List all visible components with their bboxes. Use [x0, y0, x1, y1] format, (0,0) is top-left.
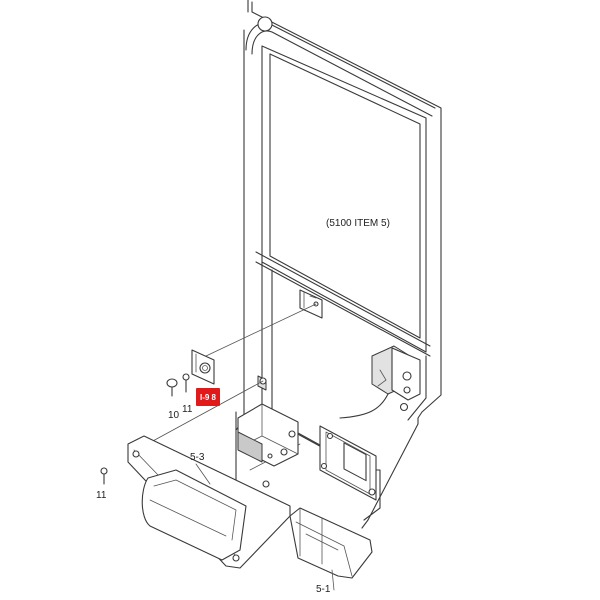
washer-part-10 [166, 378, 178, 397]
screw-part-11-lower [100, 467, 108, 485]
bracket-part [191, 349, 215, 385]
part-11-upper-label: 11 [182, 404, 193, 415]
part-5-3-label: 5-3 [190, 452, 205, 463]
handle-block-part [237, 403, 299, 467]
highlight-tag-text: I-9 8 [200, 393, 217, 402]
callout-labels: (5100 ITEM 5) 10 11 11 5-3 5-1 [96, 218, 390, 595]
handle-housing-part-5-3 [127, 435, 291, 569]
part-11-lower-label: 11 [96, 490, 107, 501]
highlighted-part-marker: I-9 8 [196, 388, 220, 406]
door-frame-assembly [235, 0, 442, 529]
part-5-1-label: 5-1 [316, 584, 331, 595]
screw-part-11-upper [182, 373, 190, 393]
part-10-label: 10 [168, 410, 180, 421]
side-tray-part-5-1 [289, 507, 373, 591]
assembly-note-label: (5100 ITEM 5) [326, 218, 390, 229]
